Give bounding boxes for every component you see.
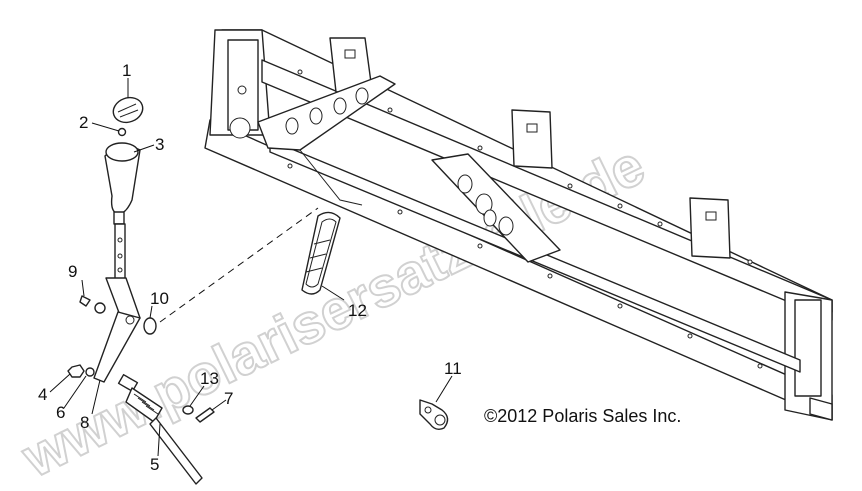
part-boot xyxy=(301,211,341,295)
left-bracket xyxy=(257,75,396,206)
callout-11: 11 xyxy=(444,359,462,378)
mount-tower-2 xyxy=(511,109,553,169)
alignment-line xyxy=(159,207,319,323)
part-washer-13 xyxy=(182,405,194,415)
part-nut xyxy=(67,364,85,378)
part-washer-small xyxy=(85,367,95,377)
callout-3: 3 xyxy=(155,135,164,154)
part-washer xyxy=(143,317,157,335)
callout-12: 12 xyxy=(348,301,367,320)
part-cotter-pin xyxy=(195,407,215,423)
callout-1: 1 xyxy=(122,61,131,80)
callout-7: 7 xyxy=(224,389,233,408)
part-clip xyxy=(79,295,91,307)
mount-tower-1 xyxy=(329,37,373,93)
callout-5: 5 xyxy=(150,455,159,474)
callout-6: 6 xyxy=(56,403,65,422)
callout-9: 9 xyxy=(68,262,77,281)
frame-crossmember xyxy=(204,29,833,421)
callout-13: 13 xyxy=(200,369,219,388)
callout-8: 8 xyxy=(80,413,89,432)
frame-holes xyxy=(287,69,763,369)
callout-2: 2 xyxy=(79,113,88,132)
part-clamp xyxy=(419,399,449,431)
part-shift-knob xyxy=(104,142,141,225)
leader-lines xyxy=(49,78,453,457)
center-bracket xyxy=(431,153,561,263)
mount-tower-3 xyxy=(689,197,731,259)
part-shift-cable xyxy=(117,373,203,485)
part-bushing xyxy=(94,302,106,314)
part-shift-lever xyxy=(93,311,141,383)
callout-4: 4 xyxy=(38,385,47,404)
part-screw xyxy=(117,127,127,137)
callout-10: 10 xyxy=(150,289,169,308)
copyright-text: ©2012 Polaris Sales Inc. xyxy=(484,406,681,426)
part-shift-rod xyxy=(105,223,141,327)
part-knob-cap xyxy=(112,96,144,124)
